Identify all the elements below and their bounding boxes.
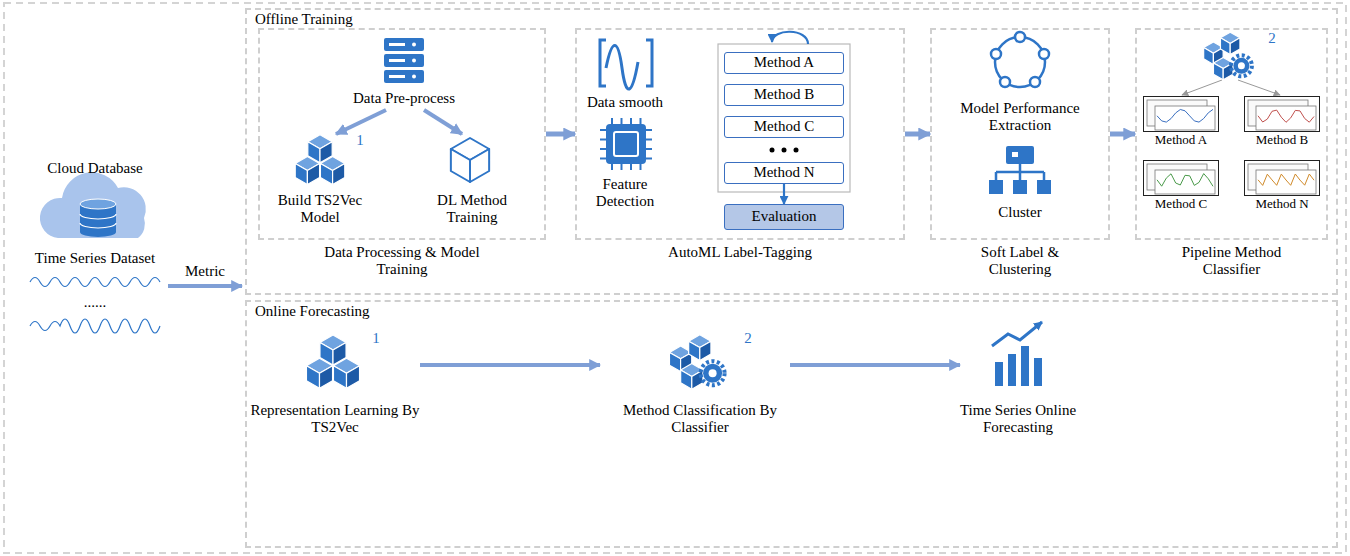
callout-number: 1: [368, 330, 384, 347]
step-caption: Data Processing & Model Training: [322, 244, 482, 278]
icon-label: Metric: [170, 263, 240, 280]
callout-number: 2: [1264, 30, 1280, 47]
step-panel: Data Processing & Model Training: [258, 28, 546, 240]
icon-label: Build TS2Vec Model: [270, 192, 370, 226]
icon-label: Time Series Online Forecasting: [948, 402, 1088, 436]
icon-label: Feature Detection: [585, 176, 665, 210]
panel-title: Online Forecasting: [255, 303, 370, 320]
method-label: Method N: [725, 163, 843, 182]
stage-panel: Online Forecasting: [245, 300, 1338, 548]
flow-arrow: [783, 184, 785, 204]
flow-arrow: [1110, 132, 1135, 137]
flow-arrow: [546, 132, 575, 137]
icon-label: Time Series Dataset: [10, 250, 180, 267]
method-chart: Method A: [1143, 96, 1219, 132]
icon-label: ......: [60, 294, 130, 311]
icon-label: Data smooth: [570, 94, 680, 111]
method-label: Method B: [725, 85, 843, 104]
step-caption: Pipeline Method Classifier: [1167, 244, 1297, 278]
icon-label: Cloud Database: [20, 160, 170, 177]
chart-caption: Method C: [1128, 196, 1234, 211]
icon-label: Data Pre-process: [329, 90, 479, 107]
icon-label: Method Classification By Classifier: [605, 402, 795, 436]
method-chart: Method C: [1143, 160, 1219, 196]
step-panel: Pipeline Method ClassifierMethod AMethod…: [1135, 28, 1328, 240]
method-chart: Method N: [1244, 160, 1320, 196]
chart-caption: Method B: [1229, 132, 1335, 147]
chart-caption: Method A: [1128, 132, 1234, 147]
callout-number: 2: [740, 330, 756, 347]
method-label: Method A: [725, 53, 843, 72]
panel-title: Offline Training: [255, 11, 353, 28]
step-caption: AutoML Label-Tagging: [640, 244, 840, 261]
evaluation-box: Evaluation: [724, 204, 844, 230]
method-label: Method C: [725, 117, 843, 136]
callout-number: 1: [352, 132, 368, 149]
method-box: Method B: [724, 84, 844, 106]
flow-arrow: [905, 132, 930, 137]
icon-label: DL Method Training: [422, 192, 522, 226]
method-box: Method N: [724, 162, 844, 184]
method-chart: Method B: [1244, 96, 1320, 132]
method-box: Method C: [724, 116, 844, 138]
icon-label: Representation Learning By TS2Vec: [245, 402, 425, 436]
icon-label: Model Performance Extraction: [935, 100, 1105, 134]
step-caption: Soft Label & Clustering: [960, 244, 1080, 278]
icon-label: Cluster: [980, 204, 1060, 221]
method-label: Evaluation: [725, 205, 843, 228]
stage-panel: Offline TrainingData Processing & Model …: [245, 8, 1338, 295]
chart-caption: Method N: [1229, 196, 1335, 211]
method-box: Method A: [724, 52, 844, 74]
